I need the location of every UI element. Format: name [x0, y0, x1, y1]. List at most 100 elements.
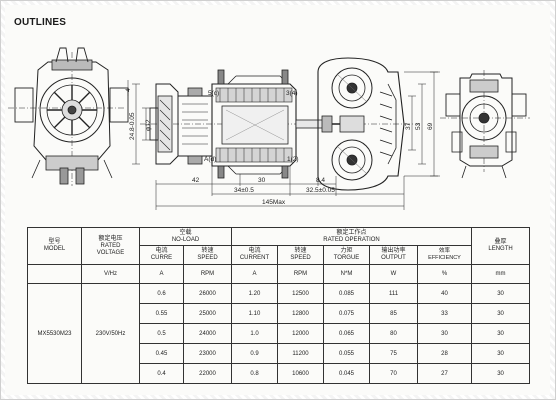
col-rated: 额定工作点 RATED OPERATION	[230, 227, 473, 246]
sub-current: 电流 CURRE	[139, 245, 184, 265]
table-cell: 0.45	[139, 343, 184, 364]
dim-34: 34±0.5	[234, 187, 254, 194]
table-row: 0.4 22000 0.8 10600 0.045 70 27 30	[28, 363, 531, 384]
dimension-labels: 4 24.8-0.05 φ12 42 30 34±0.5 8.4 32.5±0.…	[125, 88, 434, 206]
units-model-cell	[27, 264, 82, 284]
table-cell: 0.075	[323, 303, 370, 324]
table-cell: 0.5	[139, 323, 184, 344]
sub-rated-current-label: 电流 CURRENT	[239, 248, 270, 261]
sub-speed-label: 转速 SPEED	[197, 248, 218, 261]
col-length: 叠厚 LENGTH	[471, 227, 531, 265]
table-cell: 0.065	[323, 323, 370, 344]
table-cell: 1.20	[231, 283, 278, 304]
table-cell: 30	[471, 343, 531, 364]
table-cell: 0.055	[323, 343, 370, 364]
table-cell: 75	[369, 343, 418, 364]
table-cell: 0.045	[323, 363, 370, 384]
table-cell: 30	[471, 283, 531, 304]
table-cell: 1.10	[231, 303, 278, 324]
dim-53: 53	[415, 122, 422, 130]
dim-69: 69	[427, 122, 434, 130]
spec-table: 型号 MODEL 额定电压 RATED VOLTAGE 空载 NO-LOAD 额…	[27, 227, 531, 384]
dim-42: 42	[192, 177, 200, 184]
dim-4: 4	[125, 88, 132, 92]
table-row: MX5530M23 230V/50Hz 0.6 26000 1.20 12500…	[27, 283, 531, 384]
col-voltage-label: 额定电压 RATED VOLTAGE	[96, 235, 125, 256]
dim-24-8: 24.8-0.05	[129, 112, 136, 140]
dim-phi12: φ12	[145, 119, 152, 131]
right-end-view	[440, 70, 530, 179]
table-cell: 0.8	[231, 363, 278, 384]
table-cell: 23000	[183, 343, 232, 364]
sub-output: 输出功率 OUTPUT	[369, 245, 418, 265]
table-cell: 0.6	[139, 283, 184, 304]
table-cell: 24000	[183, 323, 232, 344]
table-cell: 30	[416, 323, 473, 344]
table-cell: 27	[416, 363, 473, 384]
fan-end-view	[8, 47, 129, 186]
sub-torque-label: 力矩 TORGUE	[333, 248, 360, 261]
table-cell: 30	[471, 363, 531, 384]
table-cell: 40	[416, 283, 473, 304]
sub-efficiency: 效率 EFFICIENCY	[416, 245, 473, 265]
col-noload-label: 空载 NO-LOAD	[171, 229, 200, 243]
table-cell: 80	[369, 323, 418, 344]
motor-front-view	[140, 69, 420, 179]
table-cell: 0.4	[139, 363, 184, 384]
sub-output-label: 输出功率 OUTPUT	[381, 248, 406, 261]
unit-cell: RPM	[183, 264, 232, 284]
dim-32-5: 32.5±0.05	[306, 187, 335, 194]
table-cell: 0.085	[323, 283, 370, 304]
unit-cell: V/Hz	[81, 264, 140, 284]
page-title: OUTLINES	[14, 17, 67, 28]
col-model-label: 型号 MODEL	[43, 239, 66, 252]
table-cell: 0.55	[139, 303, 184, 324]
table-cell: 26000	[183, 283, 232, 304]
dim-145max: 145Max	[262, 199, 286, 206]
terminal-1-2: 1(2)	[287, 156, 299, 163]
gear-head	[317, 57, 405, 191]
table-cell: 111	[369, 283, 418, 304]
units-row: V/Hz A RPM A RPM N*M W % mm	[27, 264, 531, 284]
table-cell: 28	[416, 343, 473, 364]
table-cell: 12800	[277, 303, 324, 324]
dim-8-4: 8.4	[316, 177, 325, 184]
terminal-3-4: 3(4)	[286, 90, 298, 97]
col-length-label: 叠厚 LENGTH	[488, 239, 513, 252]
unit-cell: N*M	[323, 264, 370, 284]
sub-efficiency-label: 效率 EFFICIENCY	[428, 248, 461, 261]
table-cell: 25000	[183, 303, 232, 324]
unit-cell: A	[139, 264, 184, 284]
table-header-row-1: 型号 MODEL 额定电压 RATED VOLTAGE 空载 NO-LOAD 额…	[27, 227, 531, 265]
table-cell: 22000	[183, 363, 232, 384]
unit-cell: mm	[471, 264, 531, 284]
table-cell: 33	[416, 303, 473, 324]
model-cell: MX5530M23	[27, 283, 82, 384]
table-cell: 12500	[277, 283, 324, 304]
col-voltage: 额定电压 RATED VOLTAGE	[81, 227, 140, 265]
sub-rated-current: 电流 CURRENT	[231, 245, 278, 265]
sub-rated-speed: 转速 SPEED	[277, 245, 324, 265]
col-noload: 空载 NO-LOAD	[139, 227, 232, 246]
table-cell: 0.9	[231, 343, 278, 364]
terminal-a-d: A(d)	[204, 156, 216, 163]
table-cell: 11200	[277, 343, 324, 364]
table-cell: 85	[369, 303, 418, 324]
unit-cell: %	[416, 264, 473, 284]
table-cell: 70	[369, 363, 418, 384]
dimension-lines	[127, 71, 440, 210]
sub-torque: 力矩 TORGUE	[323, 245, 370, 265]
table-cell: 1.0	[231, 323, 278, 344]
sub-speed: 转速 SPEED	[183, 245, 232, 265]
sub-rated-speed-label: 转速 SPEED	[290, 248, 311, 261]
sub-current-label: 电流 CURRE	[150, 248, 173, 261]
unit-cell: RPM	[277, 264, 324, 284]
voltage-cell: 230V/50Hz	[81, 283, 140, 384]
dim-37: 37	[405, 122, 412, 130]
table-cell: 12000	[277, 323, 324, 344]
table-cell: 30	[471, 303, 531, 324]
table-cell: 30	[471, 323, 531, 344]
dim-30: 30	[258, 177, 266, 184]
unit-cell: W	[369, 264, 418, 284]
